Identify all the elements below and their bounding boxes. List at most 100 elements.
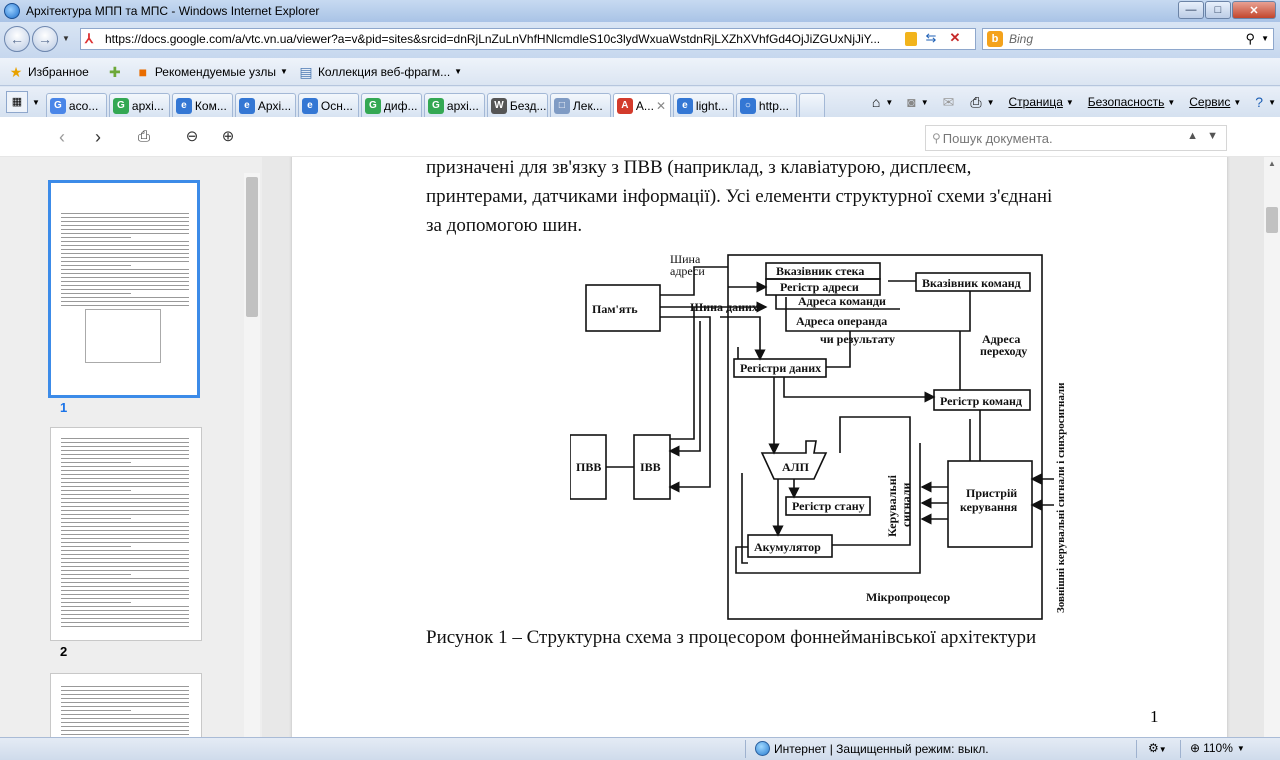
microprocessor-frame [727,254,1043,620]
thumbnail-text-line [61,730,189,731]
lock-icon[interactable] [905,32,917,46]
zoom-in-button[interactable]: ⊕ [216,125,240,149]
title-bar: Архітектура МПП та МПС - Windows Interne… [0,0,1280,22]
maximize-button[interactable]: □ [1205,1,1231,19]
search-next-button[interactable]: ▼ [1207,130,1218,142]
thumbnail-scrollbar[interactable] [244,173,260,737]
dropdown-icon: ▼ [885,97,894,107]
thumbnail-text-line [61,462,131,463]
thumbnail-text-line [61,538,189,539]
search-previous-button[interactable]: ▲ [1187,130,1198,142]
help-icon: ? [1255,94,1264,110]
thumbnail-text-line [61,245,189,246]
thumbnail-text-line [61,490,131,491]
favorites-button[interactable]: ★ Избранное [8,64,89,80]
service-menu[interactable]: Сервис▼ [1189,95,1241,109]
tab-label: диф... [383,98,418,113]
stop-icon[interactable]: ✕ [949,30,961,45]
thumbnail-text-line [61,510,189,511]
alu-shape [760,440,828,480]
thumbnail-page-3[interactable] [50,673,202,737]
web-slice-gallery[interactable]: ▤ Коллекция веб-фрагм... ▼ [298,64,462,80]
document-scrollbar[interactable]: ▲ [1264,157,1280,737]
thumbnail-text-line [61,566,189,567]
home-button[interactable]: ⌂▼ [872,94,893,110]
search-placeholder[interactable]: Bing [1009,32,1034,46]
close-button[interactable]: ✕ [1232,1,1276,19]
help-button[interactable]: ?▼ [1255,94,1276,110]
thumbnail-text-line [61,686,189,687]
thumbnail-text-line [61,626,189,627]
tab-favicon-icon: e [175,97,192,114]
print-button[interactable]: ⎙▼ [970,94,994,111]
thumbnail-text-line [61,534,189,535]
new-tab-button[interactable] [798,93,825,117]
thumbnail-text-line [61,225,189,226]
tab-close-icon[interactable]: ✕ [655,98,666,113]
thumbnail-page-1[interactable] [48,180,200,398]
grid-icon: ▦ [11,96,23,108]
thumbnail-text-line [61,257,189,258]
thumbnail-text-line [61,285,189,286]
label-command-pointer: Вказівник команд [922,276,1021,290]
thumbnail-text-line [61,602,131,603]
search-field[interactable]: b Bing ⚲ ▼ [982,28,1274,50]
url-field[interactable]: ⅄ https://docs.google.com/a/vtc.vn.ua/vi… [80,28,976,50]
thumbnail-page-2[interactable] [50,427,202,641]
scrollbar-thumb[interactable] [246,177,258,317]
back-button[interactable]: ← [4,26,30,52]
globe-icon [755,741,770,756]
page-menu[interactable]: Страница▼ [1008,95,1073,109]
scroll-up-icon[interactable]: ▲ [1268,159,1276,168]
history-dropdown-icon[interactable]: ▼ [62,34,70,43]
tab-list-dropdown-icon[interactable]: ▼ [32,97,40,107]
thumbnail-text-line [61,622,189,623]
tab-favicon-icon: A [616,97,633,114]
suggested-sites[interactable]: ■ Рекомендуемые узлы ▼ [135,64,288,80]
label-jump-address: Адреса [982,332,1020,346]
document-search-placeholder[interactable]: Пошук документа. [942,130,1053,146]
safety-menu[interactable]: Безопасность▼ [1088,95,1175,109]
feeds-button[interactable]: ◙▼ [907,94,928,110]
thumbnail-text-line [61,582,189,583]
minimize-button[interactable]: — [1178,1,1204,19]
add-favorite-button[interactable]: ✚ [107,64,127,80]
forward-button[interactable]: → [32,26,58,52]
url-text[interactable]: https://docs.google.com/a/vtc.vn.ua/view… [105,32,881,46]
document-search-field[interactable]: ⚲ Пошук документа. ▲ ▼ [925,125,1227,151]
paragraph-line: принтерами, датчиками інформації). Усі е… [426,186,1053,207]
search-dropdown-icon[interactable]: ▼ [1261,34,1269,43]
quick-tabs-button[interactable]: ▦ [6,91,28,113]
compatibility-icon[interactable]: ⇆ [925,30,937,45]
scrollbar-thumb[interactable] [1266,207,1278,233]
security-zone[interactable]: Интернет | Защищенный режим: выкл. [755,741,989,756]
search-icon[interactable]: ⚲ [1245,31,1255,46]
favorites-bar: ★ Избранное ✚ ■ Рекомендуемые узлы ▼ ▤ К… [0,58,1280,86]
zoom-out-button[interactable]: ⊖ [180,125,204,149]
next-page-button[interactable]: › [95,127,101,147]
thumbnail-text-line [61,574,131,575]
browser-tab[interactable]: ○http... [735,93,797,117]
print-document-button[interactable]: ⎙ [132,125,156,149]
label-control-signals: Керувальні [885,474,899,537]
browser-tab[interactable]: □Лек... [549,93,611,117]
zoom-out-icon: ⊖ [185,128,199,145]
protected-mode-button[interactable]: ⚙▼ [1148,741,1167,755]
rss-icon: ◙ [907,94,916,110]
zoom-control[interactable]: ⊕ 110% ▼ [1190,741,1245,755]
mail-button[interactable]: ✉ [943,94,957,111]
window-controls: — □ ✕ [1177,1,1276,19]
thumbnail-text-line [61,482,189,483]
previous-page-button[interactable]: ‹ [59,127,65,147]
dropdown-icon: ▼ [280,67,288,76]
